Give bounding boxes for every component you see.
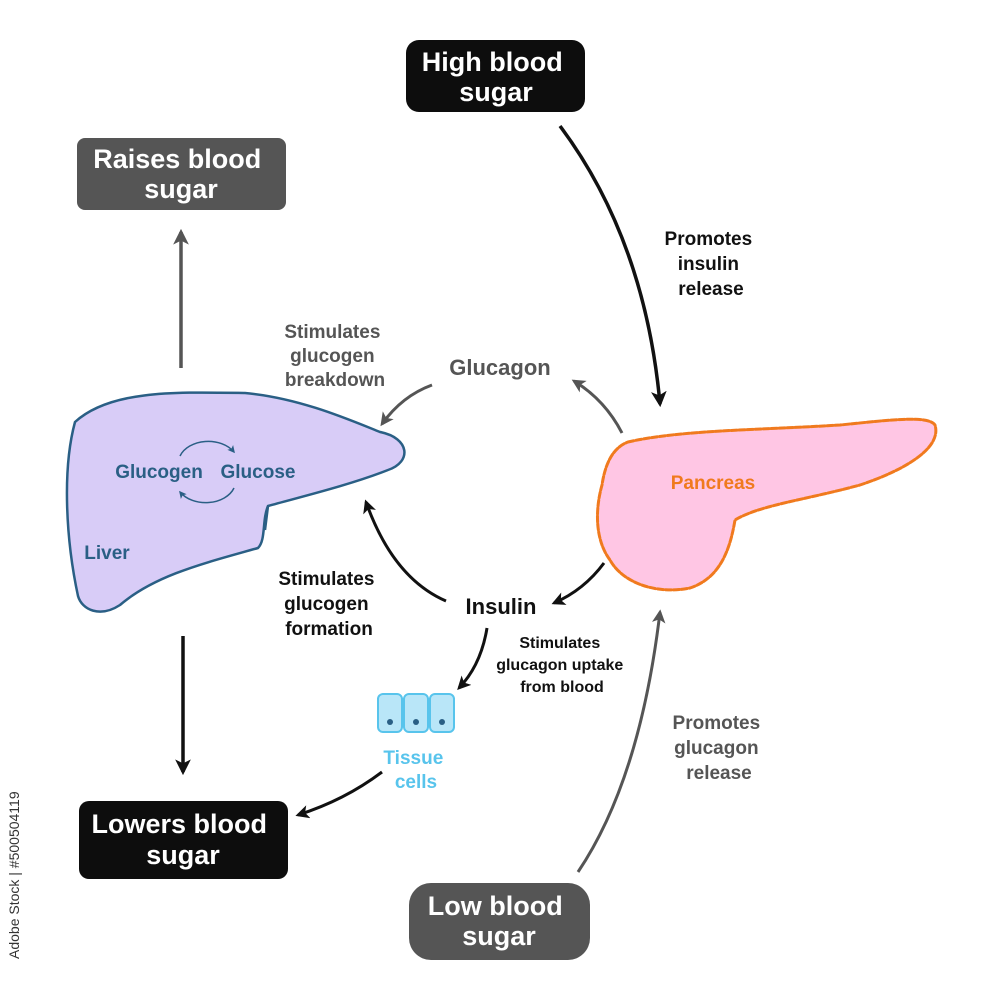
stimulates-glucogen-breakdown-label: Stimulates glucogen breakdown bbox=[284, 322, 385, 391]
arrow-low-sugar-to-pancreas bbox=[576, 609, 666, 873]
stimulates-glucagon-uptake-label: Stimulates glucagon uptake from blood bbox=[496, 635, 628, 696]
high-blood-sugar-box: High blood sugar bbox=[406, 40, 585, 112]
svg-text:Low blood sugar: Low blood sugar bbox=[428, 891, 570, 951]
liver-organ: Glucogen Glucose Liver bbox=[65, 391, 406, 613]
arrow-high-sugar-to-pancreas bbox=[558, 124, 667, 408]
cycle-arrow-top-icon bbox=[179, 440, 235, 457]
svg-text:Tissue cells: Tissue cells bbox=[383, 748, 448, 793]
svg-text:Raises blood sugar: Raises blood sugar bbox=[93, 144, 269, 204]
arrow-pancreas-to-glucagon bbox=[571, 379, 624, 434]
pancreas-label: Pancreas bbox=[671, 473, 756, 494]
glucogen-label: Glucogen bbox=[115, 462, 203, 483]
arrow-insulin-to-liver bbox=[363, 499, 447, 603]
glucagon-label: Glucagon bbox=[449, 355, 550, 380]
promotes-glucagon-release-label: Promotes glucagon release bbox=[673, 713, 766, 784]
insulin-label: Insulin bbox=[466, 594, 537, 619]
pancreas-organ: Pancreas bbox=[596, 417, 938, 592]
liver-label: Liver bbox=[84, 543, 130, 564]
promotes-insulin-release-label: Promotes insulin release bbox=[665, 229, 758, 300]
arrow-insulin-to-tissue bbox=[457, 627, 489, 690]
arrow-tissue-to-lowers bbox=[295, 770, 383, 819]
arrow-glucagon-to-liver bbox=[380, 383, 433, 427]
raises-blood-sugar-box: Raises blood sugar bbox=[77, 138, 286, 210]
low-blood-sugar-box: Low blood sugar bbox=[409, 883, 590, 960]
tissue-cells: Tissue cells bbox=[377, 693, 455, 793]
watermark-text: Adobe Stock | #500504119 bbox=[6, 791, 22, 959]
svg-text:Lowers blood sugar: Lowers blood sugar bbox=[91, 809, 274, 870]
glucose-label: Glucose bbox=[221, 462, 296, 483]
stimulates-glucogen-formation-label: Stimulates glucogen formation bbox=[278, 569, 379, 640]
lowers-blood-sugar-box: Lowers blood sugar bbox=[79, 801, 288, 879]
arrow-pancreas-to-insulin bbox=[551, 562, 606, 605]
cycle-arrow-bottom-icon bbox=[179, 487, 235, 504]
svg-text:High blood sugar: High blood sugar bbox=[422, 47, 570, 107]
